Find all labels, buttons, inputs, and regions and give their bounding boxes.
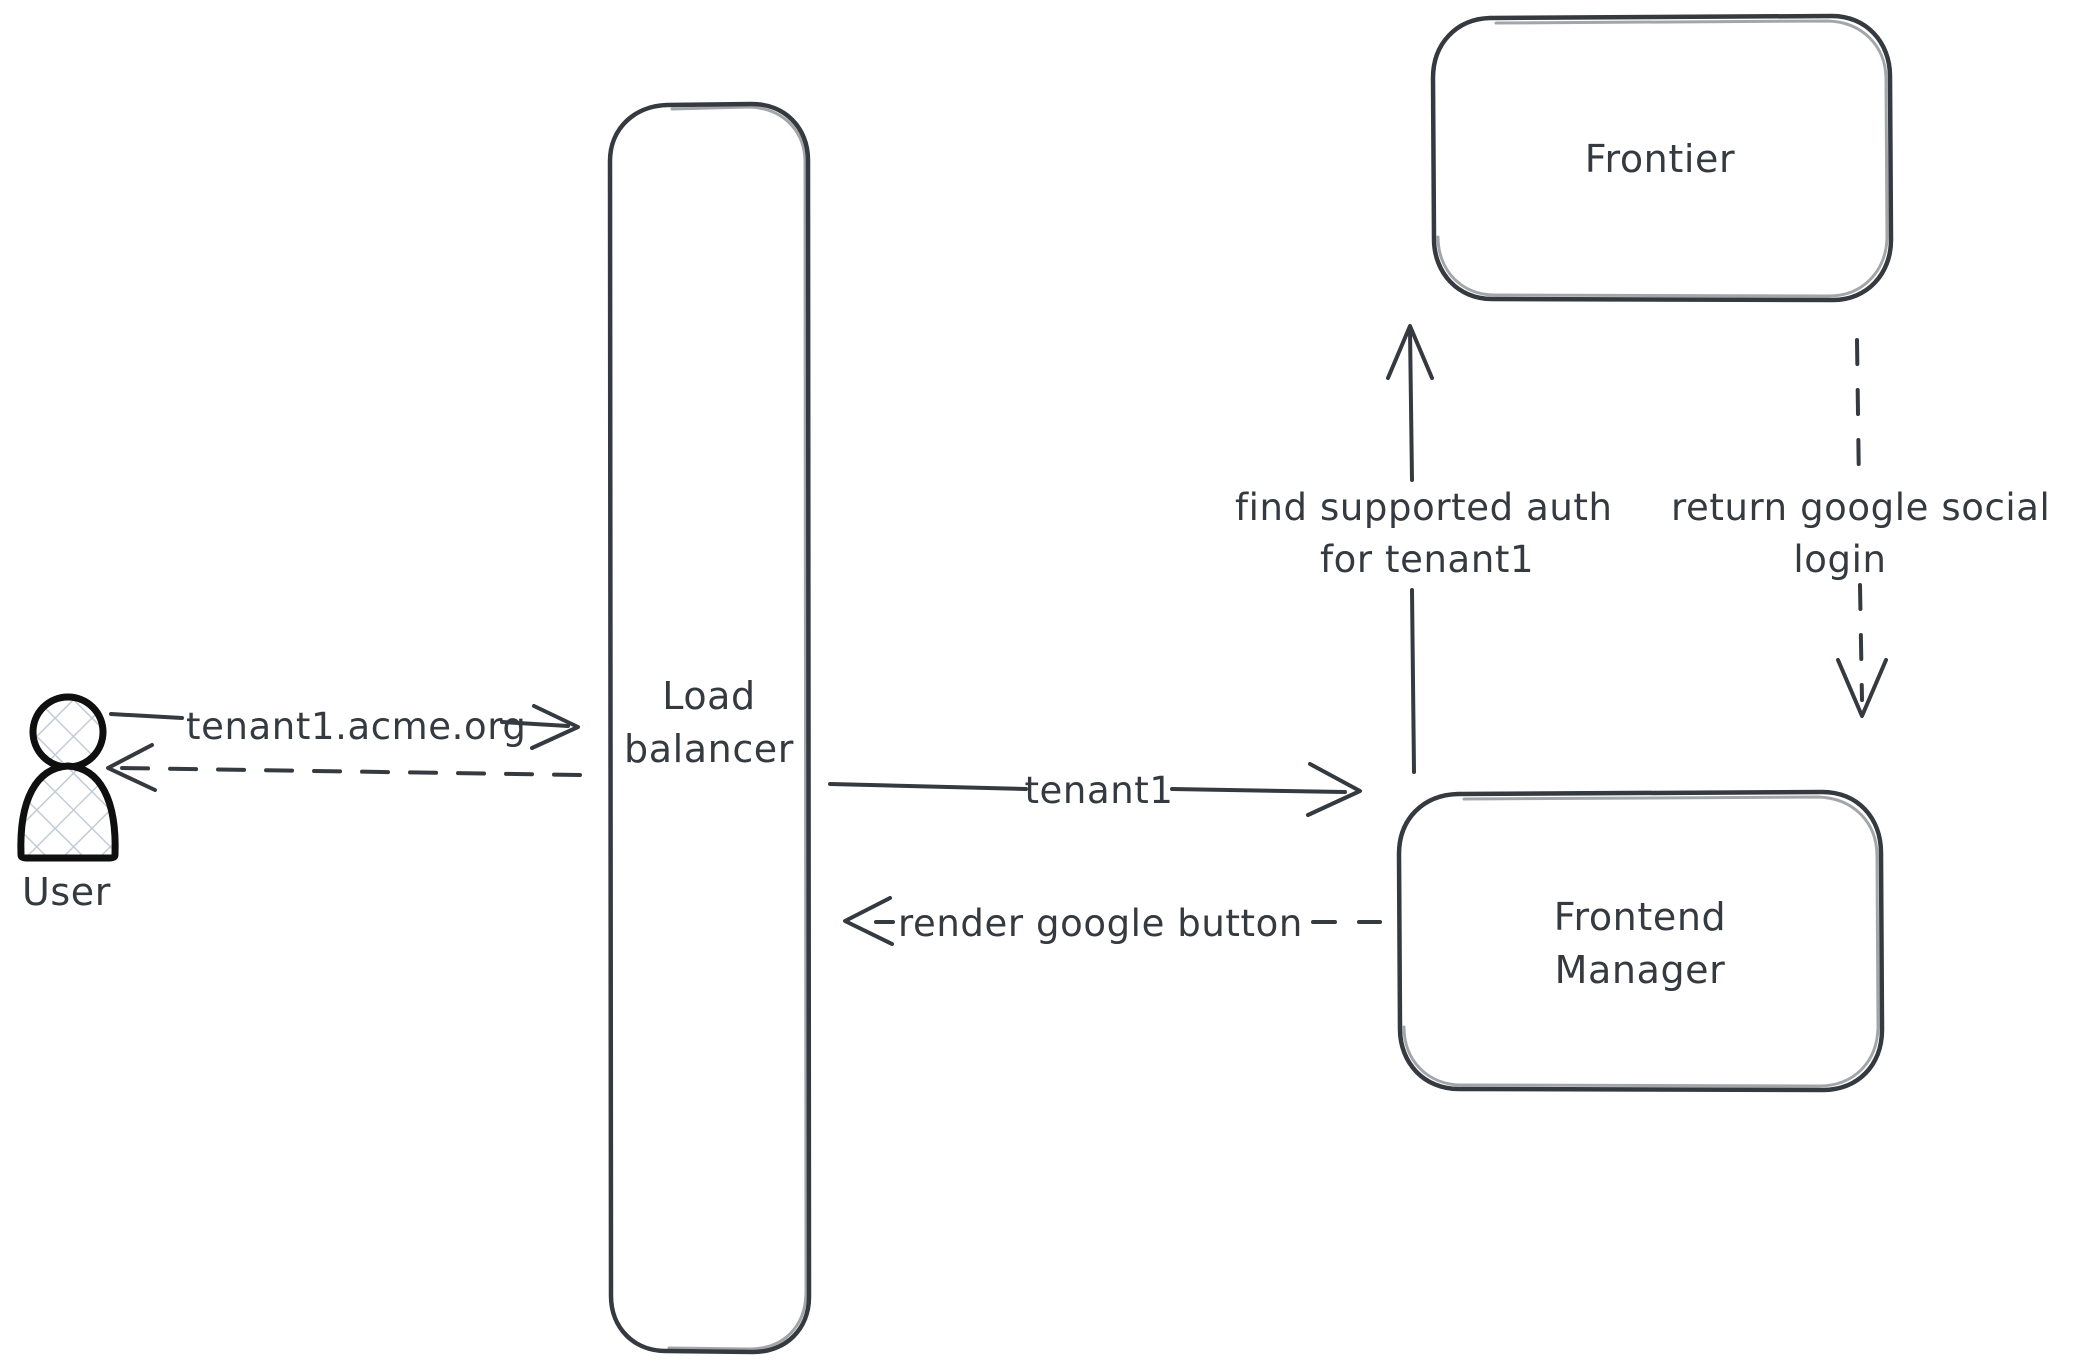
edge-user-to-lb-line-left [109, 712, 184, 720]
edge-fm-to-lb-arrowhead [843, 896, 894, 946]
edge-frontier-to-fm-arrowhead [1836, 658, 1888, 718]
edge-lb-to-fm-label: tenant1 [1024, 769, 1173, 812]
edge-fm-to-lb-label: render google button [898, 902, 1303, 945]
edge-frontend-manager-to-loadbalancer[interactable]: render google button [843, 896, 1382, 946]
node-frontier[interactable]: Frontier [1430, 13, 1894, 303]
edge-frontier-to-frontend-manager[interactable]: return google social login [1671, 338, 2050, 718]
node-frontend-manager[interactable]: Frontend Manager [1396, 789, 1885, 1093]
edge-fm-to-frontier-arrowhead [1386, 324, 1434, 380]
edge-frontend-manager-to-frontier[interactable]: find supported auth for tenant1 [1235, 324, 1613, 774]
actor-user-label: User [22, 870, 111, 914]
edge-fm-to-frontier-label-line1: find supported auth [1235, 486, 1613, 529]
load-balancer-label-line2: balancer [624, 727, 794, 771]
frontier-shape-sketch [1436, 19, 1889, 298]
user-head-icon [29, 693, 107, 771]
edge-user-to-lb-arrowhead [530, 704, 580, 750]
edge-frontier-to-fm-label-line2: login [1793, 538, 1886, 581]
frontier-label: Frontier [1585, 137, 1735, 181]
frontend-manager-shape [1396, 789, 1885, 1093]
frontend-manager-shape-sketch [1402, 795, 1880, 1088]
edge-loadbalancer-to-frontend-manager[interactable]: tenant1 [828, 762, 1362, 817]
edge-lb-to-fm-line-left [828, 782, 1028, 791]
actor-user[interactable]: User [17, 693, 119, 914]
edge-user-to-lb-label: tenant1.acme.org [186, 705, 527, 748]
edge-user-to-lb-line-right [500, 720, 570, 728]
edge-lb-to-user-arrowhead [106, 743, 157, 792]
edge-fm-to-frontier-line-lower [1410, 588, 1416, 774]
frontend-manager-label-line1: Frontend [1554, 895, 1727, 939]
edge-user-to-loadbalancer[interactable]: tenant1.acme.org [109, 704, 580, 750]
edge-lb-to-fm-arrowhead [1306, 762, 1362, 817]
edge-frontier-to-fm-line-upper [1855, 338, 1861, 489]
frontend-manager-label-line2: Manager [1555, 948, 1726, 992]
edge-lb-to-user-line [118, 766, 582, 777]
edge-lb-to-fm-line-right [1170, 787, 1347, 794]
frontier-shape [1430, 13, 1894, 303]
load-balancer-shape-sketch [667, 105, 808, 1351]
edge-fm-to-frontier-line-upper [1408, 328, 1414, 482]
load-balancer-shape [607, 101, 812, 1355]
edge-frontier-to-fm-label-line1: return google social [1671, 486, 2050, 529]
load-balancer-label-line1: Load [662, 674, 756, 718]
edge-fm-to-frontier-label-line2: for tenant1 [1320, 538, 1534, 581]
edge-loadbalancer-to-user[interactable] [106, 743, 582, 792]
user-body-icon [17, 762, 119, 862]
node-load-balancer[interactable]: Load balancer [607, 101, 812, 1355]
edge-frontier-to-fm-line-lower [1858, 583, 1864, 702]
